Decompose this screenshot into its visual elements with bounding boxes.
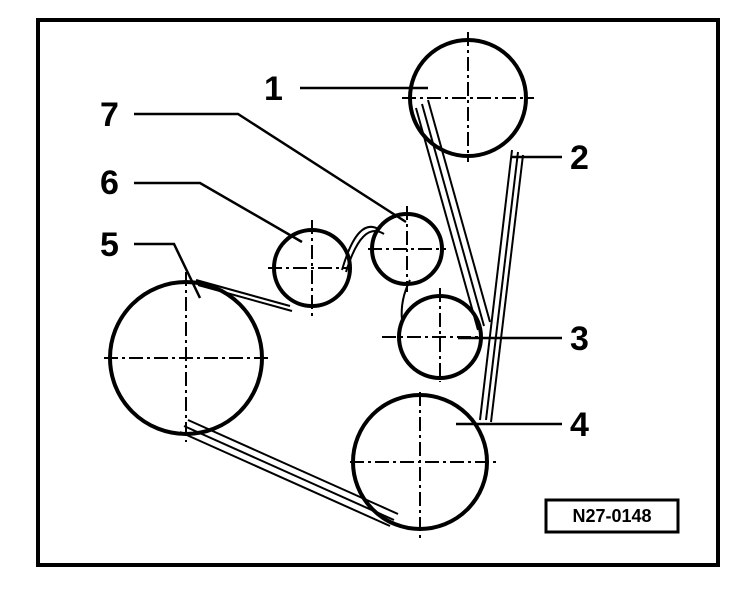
callout-7: 7 xyxy=(100,96,119,134)
diagram-frame xyxy=(36,18,720,567)
leader-lines xyxy=(134,86,562,426)
reference-box xyxy=(544,498,680,534)
callout-1: 1 xyxy=(264,70,283,108)
callout-6: 6 xyxy=(100,164,119,202)
pulley-4 xyxy=(351,393,489,531)
callout-5: 5 xyxy=(100,226,119,264)
pulley-5 xyxy=(108,280,264,436)
reference-code: N27-0148 xyxy=(572,506,651,526)
pulley-6 xyxy=(272,228,352,308)
pulley-1 xyxy=(408,38,528,158)
callout-3: 3 xyxy=(570,320,589,358)
callout-4: 4 xyxy=(570,406,589,444)
drive-belt xyxy=(179,99,524,527)
pulley-7 xyxy=(370,212,444,286)
callout-2: 2 xyxy=(570,139,589,177)
